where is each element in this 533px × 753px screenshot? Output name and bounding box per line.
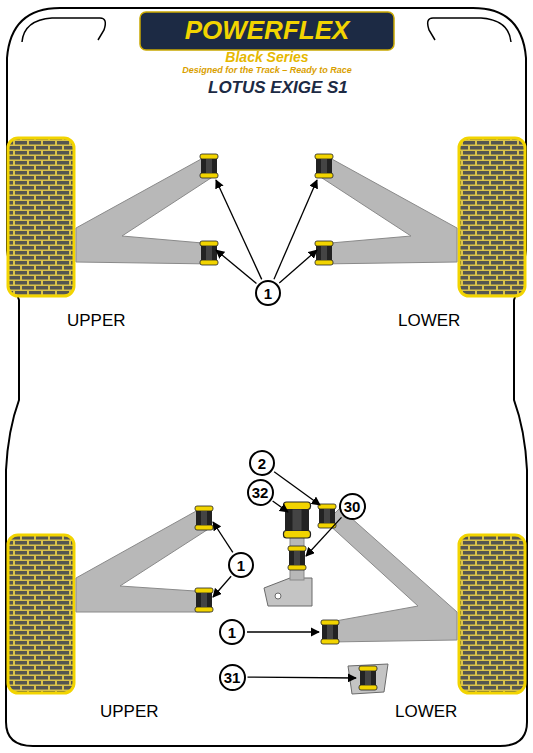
tyre: [459, 138, 525, 296]
callout-circle: 31: [219, 664, 246, 691]
callout-circle: 32: [247, 479, 274, 506]
leader-line: [213, 522, 233, 552]
leader-line: [247, 631, 319, 632]
callout-circle: 30: [339, 493, 366, 520]
leader-line: [306, 517, 342, 556]
leader-line: [274, 180, 317, 279]
callout-circle: 1: [219, 619, 245, 645]
leader-line: [213, 576, 231, 597]
bush: [200, 241, 218, 265]
body-outline: [6, 8, 527, 746]
bush: [195, 588, 213, 612]
wishbone-arm: [76, 158, 214, 264]
bush: [195, 506, 213, 530]
bush: [315, 241, 333, 265]
callout-number: 1: [237, 558, 245, 573]
part-label: LOWER: [398, 311, 460, 331]
bush: [321, 620, 339, 644]
mount-bracket: [264, 578, 312, 606]
bush: [318, 504, 336, 528]
leader-line: [216, 250, 256, 283]
callout-number: 2: [258, 456, 266, 471]
wishbone-arm: [76, 510, 210, 612]
leader-line: [279, 250, 317, 283]
callout-number: 1: [228, 625, 236, 640]
logo-tagline: Designed for the Track – Ready to Race: [182, 65, 351, 75]
callout-number: 1: [264, 286, 272, 301]
wishbone-arm: [319, 158, 457, 264]
leader-line: [274, 472, 320, 505]
body-detail: [22, 18, 105, 42]
logo-text: POWERFLEX: [185, 15, 350, 46]
bush: [359, 666, 377, 690]
mount-plate: [348, 664, 388, 694]
callout-number: 32: [252, 485, 269, 500]
callout-circle: 1: [255, 280, 281, 306]
bush: [200, 154, 218, 178]
bracket-hole: [275, 593, 281, 599]
body-detail: [428, 18, 511, 42]
callout-number: 30: [344, 499, 361, 514]
bush: [315, 154, 333, 178]
callout-circle: 2: [249, 450, 275, 476]
part-label: UPPER: [67, 311, 126, 331]
tyre: [8, 138, 74, 296]
wishbone-arm: [326, 508, 457, 642]
logo-box: [140, 12, 394, 50]
bush: [284, 502, 311, 538]
leader-line: [247, 676, 356, 678]
callout-circle: 1: [228, 552, 254, 578]
title: LOTUS EXIGE S1: [208, 78, 348, 98]
tyre: [459, 535, 525, 693]
callout-number: 31: [224, 670, 241, 685]
logo-subtitle: Black Series: [225, 49, 308, 65]
part-label: LOWER: [395, 702, 457, 722]
tyre: [8, 535, 74, 693]
part-label: UPPER: [100, 702, 159, 722]
leader-line: [273, 501, 288, 512]
leader-line: [216, 180, 262, 279]
bush: [288, 546, 306, 570]
